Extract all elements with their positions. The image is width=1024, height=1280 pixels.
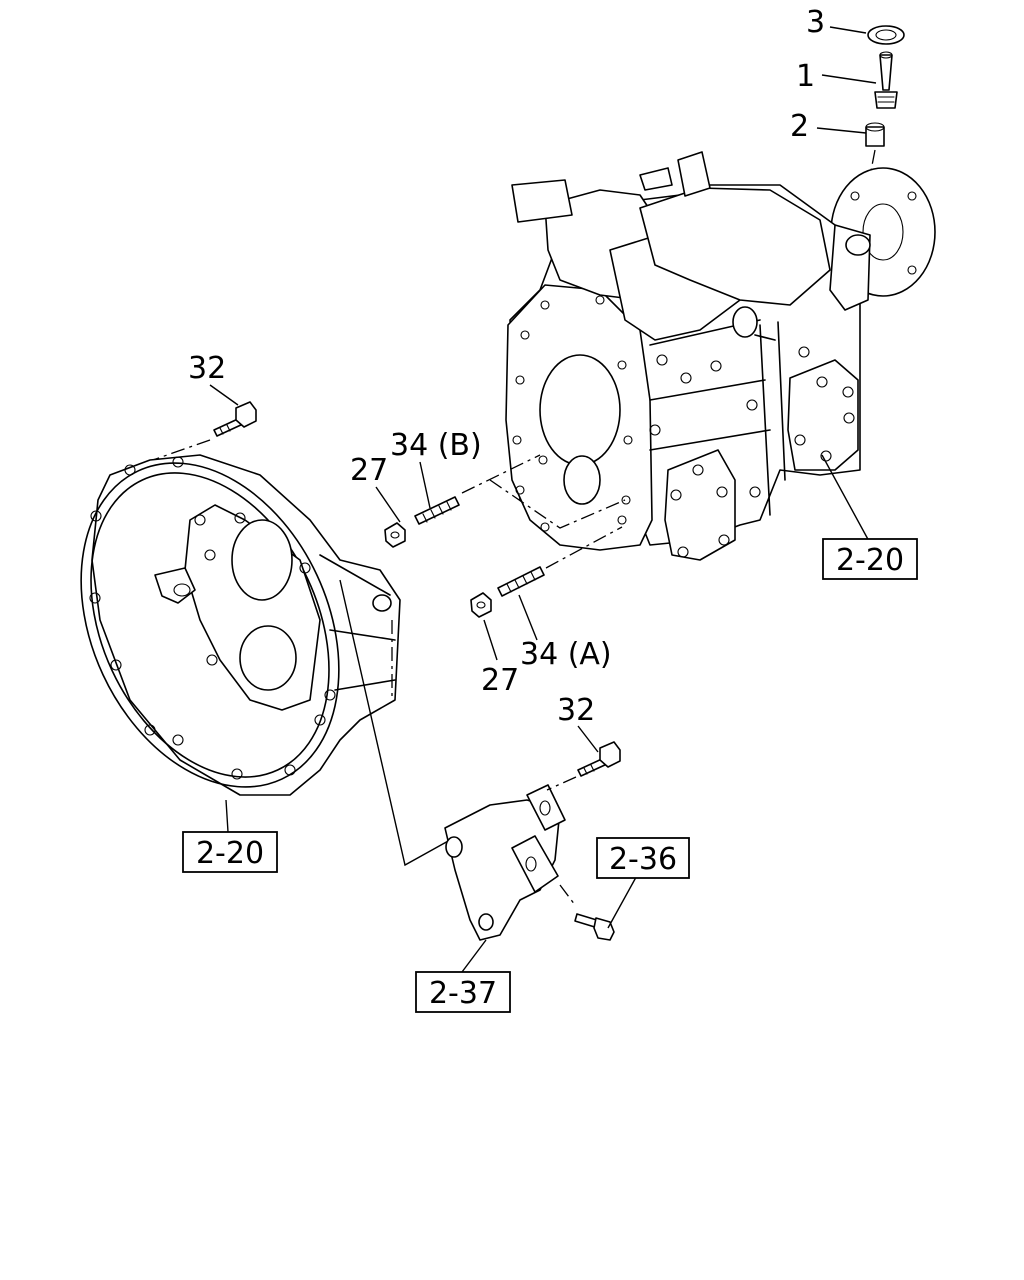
leader-34a [518,594,538,641]
callout-32-bottom: 32 [557,693,595,728]
leader-32-top [209,384,239,406]
leader-2-37 [461,939,487,973]
callout-32-top: 32 [188,351,226,386]
nut-27-top [384,522,406,548]
bracket-assembly [444,784,576,941]
bolt-32-top [213,401,257,437]
center-line-32-bottom [546,776,577,791]
clutch-housing [80,454,401,796]
center-line-face [489,479,626,529]
bolt-part-1 [874,51,898,109]
reference-box-2-20-right: 2-20 [822,538,918,580]
leader-27-bottom [483,619,498,661]
reference-2-20-right: 2-20 [836,543,904,578]
callout-27-bottom: 27 [481,663,519,698]
reference-2-37: 2-37 [429,976,497,1011]
bushing-part-2 [865,122,885,147]
leader-27-top [375,486,401,523]
callout-27-top: 27 [350,453,388,488]
leader-34b [419,461,431,509]
callout-3: 3 [806,5,825,40]
leader-2-20-right [821,454,871,544]
leader-2-36 [607,869,641,929]
reference-2-20-left: 2-20 [196,836,264,871]
callout-34b: 34 (B) [390,428,482,463]
leader-3 [829,26,867,34]
transmission-assembly [505,151,936,561]
bolt-bracket-side [574,913,615,941]
nut-27-bottom [470,592,492,618]
callout-1: 1 [796,59,815,94]
bracket-line [339,579,451,867]
reference-2-36: 2-36 [609,842,677,877]
bolt-32-bottom [577,741,621,777]
leader-1 [821,74,877,84]
leader-2 [816,127,867,134]
reference-box-2-37: 2-37 [415,971,511,1013]
leader-32-bottom [577,725,599,753]
stud-34a [497,566,545,597]
callout-34a: 34 (A) [520,637,612,672]
washer-part-3 [867,25,905,45]
callout-2: 2 [790,109,809,144]
reference-box-2-20-left: 2-20 [182,831,278,873]
reference-box-2-36: 2-36 [596,837,690,879]
stud-34b [414,496,460,525]
leader-2-20-left [225,799,229,833]
